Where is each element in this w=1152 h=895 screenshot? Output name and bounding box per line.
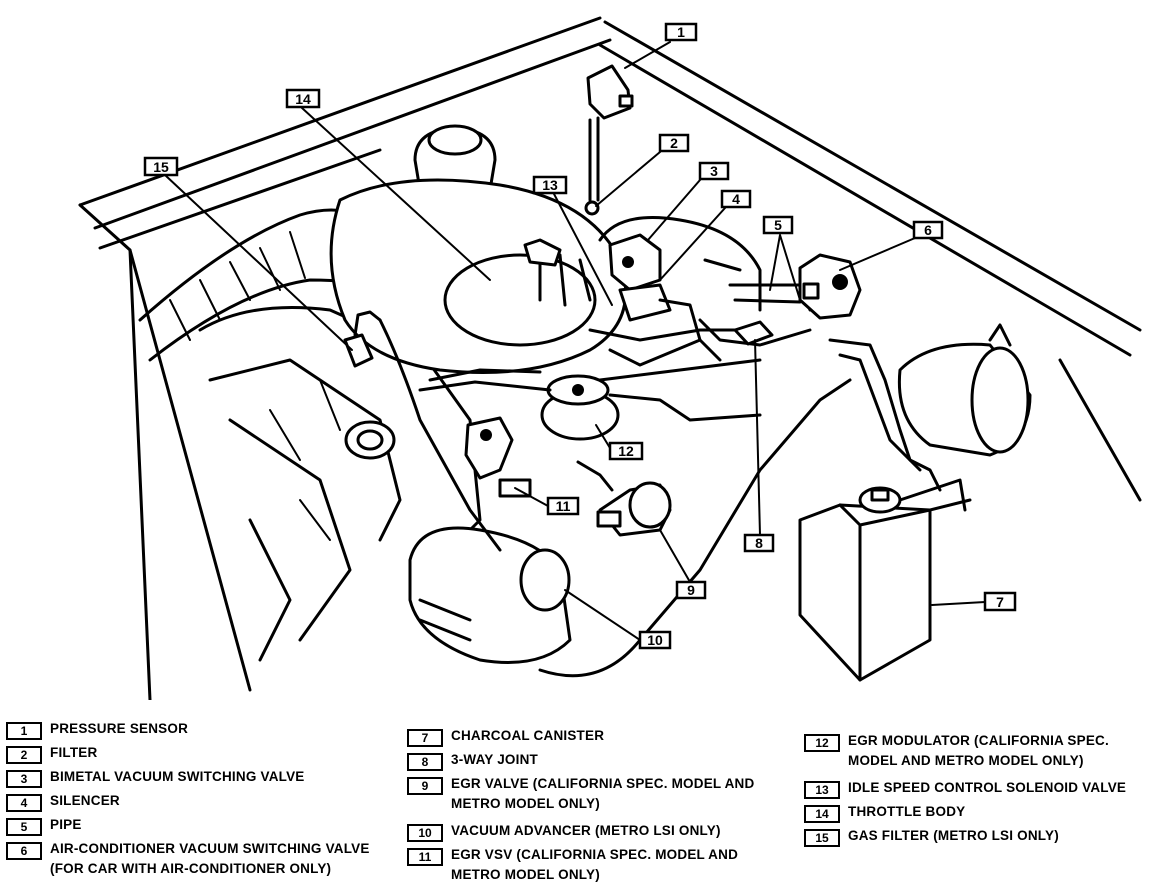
legend-text: CHARCOAL CANISTER — [451, 728, 605, 743]
legend-item-2: 2 FILTER — [6, 745, 395, 770]
pressure-sensor — [586, 64, 634, 202]
bimetal-vacuum-switching-valve — [608, 233, 672, 322]
legend-item-3: 3 BIMETAL VACUUM SWITCHING VALVE — [6, 769, 395, 794]
svg-text:10: 10 — [647, 632, 663, 648]
legend-number: 1 — [6, 722, 42, 740]
legend-column-2: 7 CHARCOAL CANISTER 8 3-WAY JOINT 9 EGR … — [407, 728, 791, 895]
callout-3: 3 — [698, 161, 730, 181]
egr-valve — [576, 460, 672, 537]
svg-text:3: 3 — [710, 163, 718, 179]
callout-11: 11 — [546, 496, 580, 516]
legend-item-11: 11 EGR VSV (CALIFORNIA SPEC. MODEL AND M… — [407, 847, 791, 895]
ac-vacuum-switching-valve — [798, 253, 862, 320]
callout-2: 2 — [658, 133, 690, 153]
vacuum-lines — [378, 298, 852, 678]
svg-text:11: 11 — [556, 498, 571, 514]
legend-item-13: 13 IDLE SPEED CONTROL SOLENOID VALVE — [804, 780, 1148, 805]
intake-manifold — [588, 216, 762, 382]
legend-text: AIR-CONDITIONER VACUUM SWITCHING VALVE (… — [50, 841, 370, 876]
svg-text:4: 4 — [732, 191, 740, 207]
callout-12: 12 — [608, 441, 644, 461]
legend-text: IDLE SPEED CONTROL SOLENOID VALVE — [848, 780, 1127, 795]
filter — [584, 200, 600, 216]
legend-item-4: 4 SILENCER — [6, 793, 395, 818]
svg-text:2: 2 — [670, 135, 678, 151]
svg-text:6: 6 — [924, 222, 932, 238]
svg-text:14: 14 — [295, 91, 311, 107]
vacuum-advancer — [408, 526, 572, 664]
legend-item-10: 10 VACUUM ADVANCER (METRO LSI ONLY) — [407, 823, 791, 848]
legend-item-8: 8 3-WAY JOINT — [407, 752, 791, 777]
gas-filter — [343, 310, 382, 368]
callout-7: 7 — [983, 591, 1017, 612]
three-way-joint — [733, 320, 774, 346]
legend-number: 2 — [6, 746, 42, 764]
engine-vacuum-diagram: 1 2 3 4 5 6 7 8 9 10 11 12 — [78, 16, 1142, 700]
legend-item-5: 5 PIPE — [6, 817, 395, 842]
callout-4: 4 — [720, 189, 752, 209]
legend-item-9: 9 EGR VALVE (CALIFORNIA SPEC. MODEL AND … — [407, 776, 791, 824]
svg-text:8: 8 — [755, 535, 763, 551]
legend-column-3: 12 EGR MODULATOR (CALIFORNIA SPEC. MODEL… — [804, 733, 1148, 853]
callout-9: 9 — [675, 580, 707, 600]
svg-text:13: 13 — [542, 177, 558, 193]
legend-number: 3 — [6, 770, 42, 788]
callout-1: 1 — [664, 22, 698, 42]
legend-number: 5 — [6, 818, 42, 836]
legend-number: 11 — [407, 848, 443, 866]
legend-number: 6 — [6, 842, 42, 860]
svg-text:15: 15 — [153, 159, 169, 175]
legend-item-12: 12 EGR MODULATOR (CALIFORNIA SPEC. MODEL… — [804, 733, 1148, 781]
svg-text:1: 1 — [677, 24, 685, 40]
callout-14: 14 — [285, 88, 321, 109]
legend-text: PRESSURE SENSOR — [50, 721, 189, 736]
legend-item-1: 1 PRESSURE SENSOR — [6, 721, 395, 746]
legend-number: 8 — [407, 753, 443, 771]
air-cleaner-cylinder — [897, 323, 1032, 457]
legend-number: 10 — [407, 824, 443, 842]
legend-item-14: 14 THROTTLE BODY — [804, 804, 1148, 829]
legend-item-6: 6 AIR-CONDITIONER VACUUM SWITCHING VALVE… — [6, 841, 395, 889]
svg-text:5: 5 — [774, 217, 782, 233]
legend-column-1: 1 PRESSURE SENSOR 2 FILTER 3 BIMETAL VAC… — [6, 721, 395, 889]
legend-text: PIPE — [50, 817, 82, 832]
callout-6: 6 — [912, 220, 944, 240]
callout-13: 13 — [532, 175, 568, 195]
fender-lines — [78, 16, 1142, 700]
callout-5: 5 — [762, 215, 794, 235]
svg-text:9: 9 — [687, 582, 695, 598]
legend-text: EGR VALVE (CALIFORNIA SPEC. MODEL AND ME… — [451, 776, 755, 811]
legend-text: 3-WAY JOINT — [451, 752, 538, 767]
legend-text: THROTTLE BODY — [848, 804, 966, 819]
leader-lines — [164, 41, 986, 641]
legend-number: 12 — [804, 734, 840, 752]
legend-number: 4 — [6, 794, 42, 812]
egr-modulator — [540, 374, 620, 441]
callout-10: 10 — [638, 630, 672, 650]
legend-text: EGR VSV (CALIFORNIA SPEC. MODEL AND METR… — [451, 847, 739, 882]
legend-text: FILTER — [50, 745, 98, 760]
legend-number: 7 — [407, 729, 443, 747]
callout-15: 15 — [143, 156, 179, 177]
legend-number: 9 — [407, 777, 443, 795]
legend-number: 15 — [804, 829, 840, 847]
legend-number: 14 — [804, 805, 840, 823]
svg-text:7: 7 — [996, 594, 1004, 610]
throttle-body — [329, 178, 628, 374]
charcoal-canister — [798, 486, 932, 682]
legend-item-15: 15 GAS FILTER (METRO LSI ONLY) — [804, 828, 1148, 853]
svg-text:12: 12 — [618, 443, 634, 459]
legend-number: 13 — [804, 781, 840, 799]
legend-text: GAS FILTER (METRO LSI ONLY) — [848, 828, 1059, 843]
engine-block — [198, 306, 482, 662]
legend-text: BIMETAL VACUUM SWITCHING VALVE — [50, 769, 305, 784]
legend-text: SILENCER — [50, 793, 120, 808]
legend-text: VACUUM ADVANCER (METRO LSI ONLY) — [451, 823, 721, 838]
legend-text: EGR MODULATOR (CALIFORNIA SPEC. MODEL AN… — [848, 733, 1109, 768]
legend-item-7: 7 CHARCOAL CANISTER — [407, 728, 791, 753]
callout-8: 8 — [743, 533, 775, 553]
